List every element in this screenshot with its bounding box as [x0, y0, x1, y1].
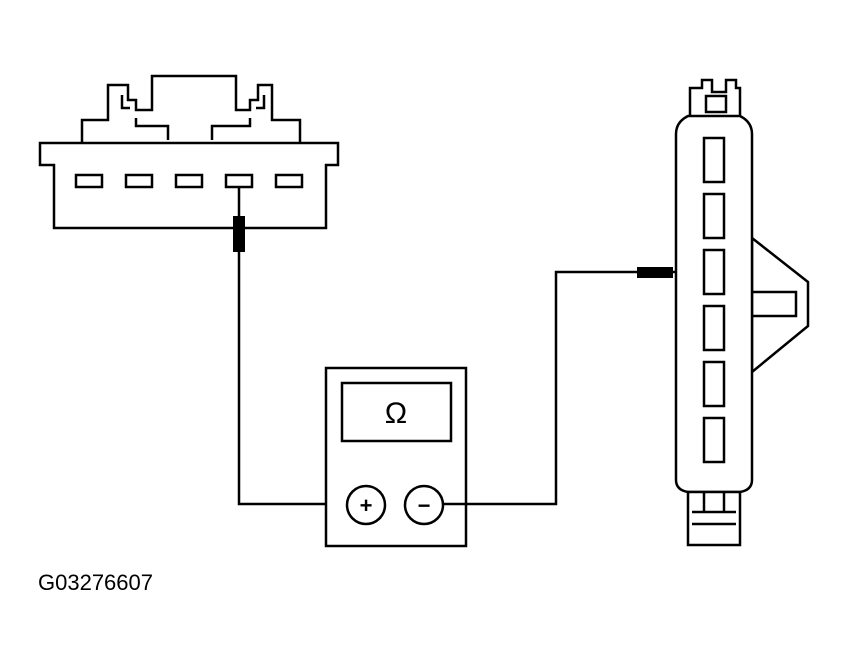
- connector-pin-1: [74, 173, 104, 189]
- positive-terminal: [345, 484, 387, 526]
- cavity-1: [702, 136, 726, 184]
- connector-pin-4: [224, 173, 254, 189]
- negative-terminal-label: −: [418, 493, 431, 518]
- negative-probe-tip: [637, 267, 673, 278]
- cavity-5: [702, 360, 726, 408]
- connector-pin-5: [274, 173, 304, 189]
- right-connector: [674, 78, 810, 547]
- connector-pin-2: [124, 173, 154, 189]
- cavity-4: [702, 304, 726, 352]
- positive-terminal-label: +: [360, 493, 373, 518]
- connector-pin-3: [174, 173, 204, 189]
- positive-test-lead: [237, 187, 346, 506]
- meter-display: [340, 381, 453, 443]
- cavity-6: [702, 416, 726, 464]
- positive-probe-tip: [233, 216, 245, 252]
- figure-code: G03276607: [38, 570, 153, 595]
- left-connector: [38, 74, 340, 230]
- cavity-3: [702, 248, 726, 296]
- cavity-2: [702, 192, 726, 240]
- multimeter: Ω + −: [324, 366, 468, 548]
- ohm-symbol: Ω: [385, 397, 407, 430]
- negative-test-lead: [443, 270, 700, 506]
